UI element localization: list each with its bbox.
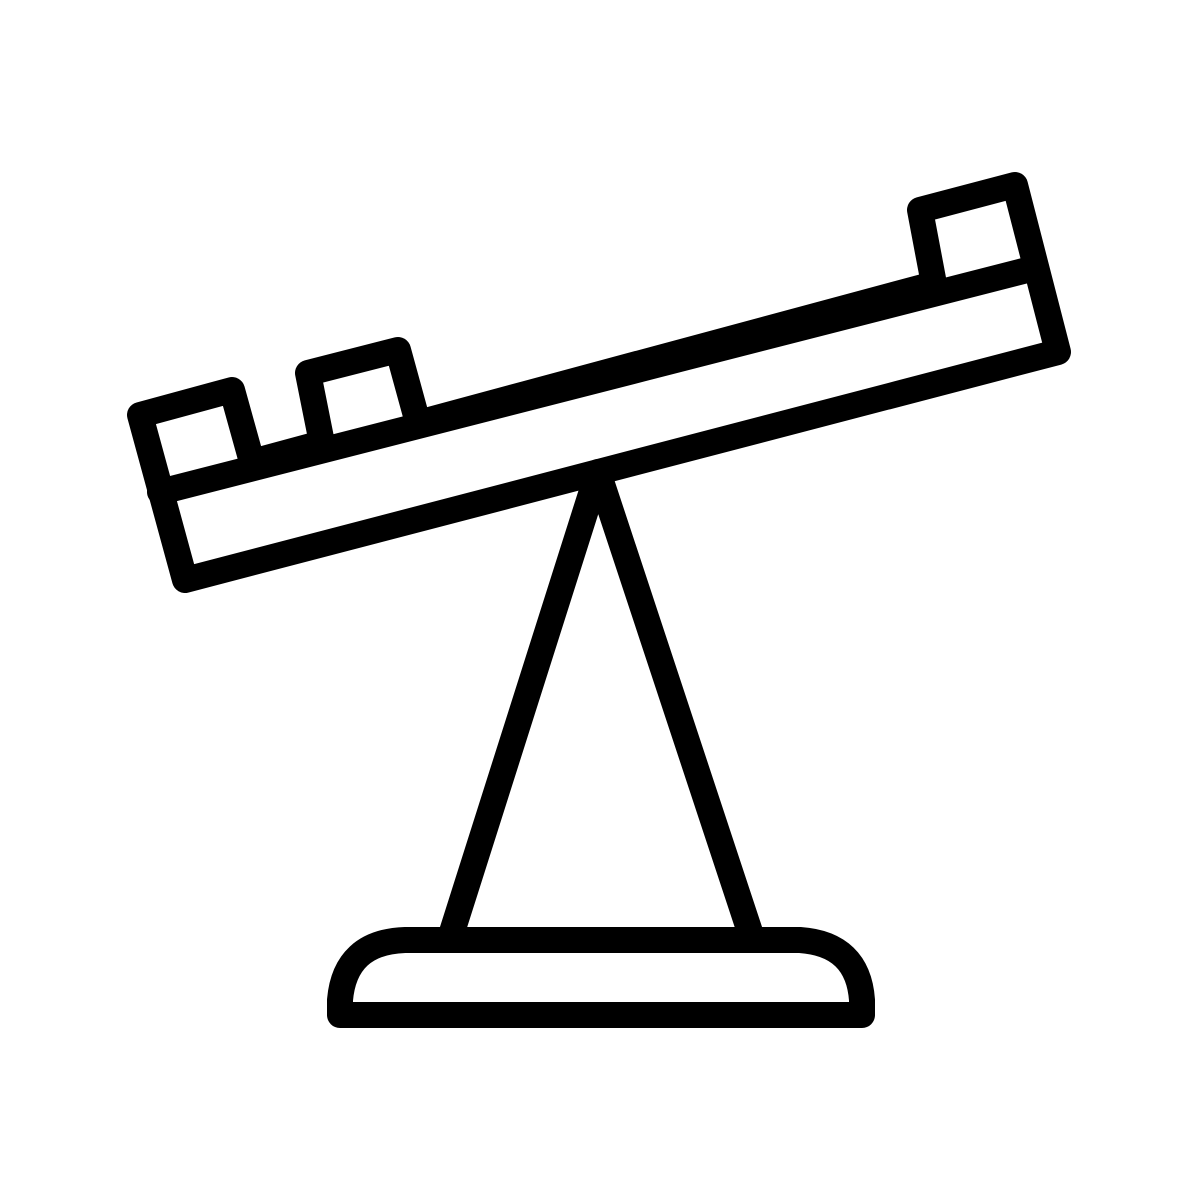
fulcrum-triangle [439, 459, 763, 945]
beam-top-edge [147, 255, 1048, 505]
beam-outline-with-blocks [127, 172, 1071, 593]
seesaw-beam [127, 172, 1071, 593]
base-stand [327, 927, 875, 1028]
